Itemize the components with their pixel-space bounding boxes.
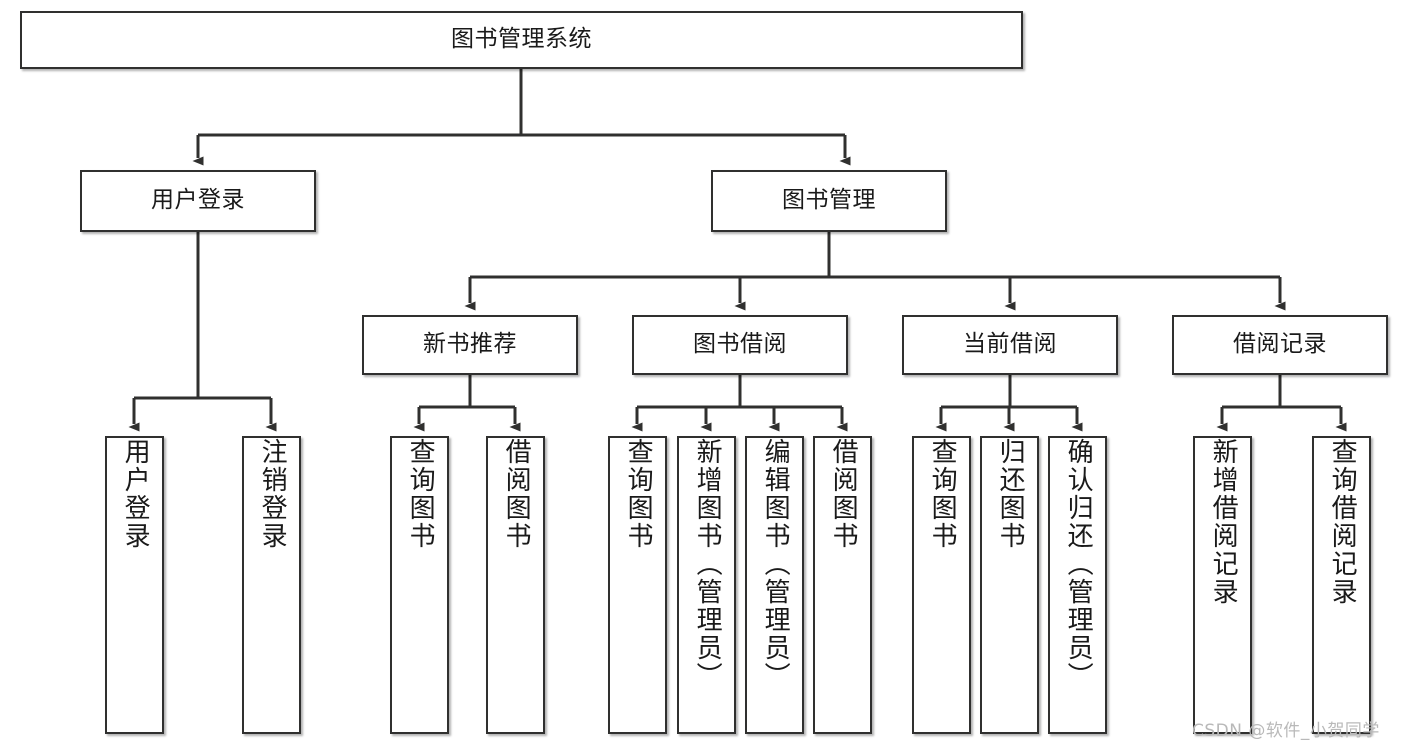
node-root-label: 图书管理系统 (451, 26, 592, 53)
node-new-book-rec[interactable]: 新书推荐 (362, 315, 578, 375)
node-leaf-br-add-label: 新增借阅记录 (1208, 438, 1239, 606)
node-leaf-cb-query[interactable]: 查询图书 (912, 436, 971, 734)
node-leaf-rec-query[interactable]: 查询图书 (390, 436, 449, 734)
node-current-borrow-label: 当前借阅 (963, 331, 1057, 358)
node-new-book-rec-label: 新书推荐 (423, 331, 517, 358)
csdn-watermark: CSDN @软件_小贺同学 (1192, 721, 1380, 741)
node-leaf-user-login-label: 用户登录 (120, 438, 151, 550)
node-borrow-record-label: 借阅记录 (1233, 331, 1327, 358)
node-root[interactable]: 图书管理系统 (20, 11, 1023, 69)
node-leaf-user-login[interactable]: 用户登录 (105, 436, 164, 734)
node-leaf-cb-return[interactable]: 归还图书 (980, 436, 1039, 734)
node-leaf-bb-add-label: 新增图书（管理员） (692, 438, 723, 690)
node-user-login-label: 用户登录 (151, 187, 245, 214)
node-book-manage[interactable]: 图书管理 (711, 170, 947, 232)
node-leaf-br-query[interactable]: 查询借阅记录 (1312, 436, 1371, 734)
node-book-borrow-label: 图书借阅 (693, 331, 787, 358)
node-leaf-bb-edit[interactable]: 编辑图书（管理员） (745, 436, 804, 734)
node-leaf-cb-return-label: 归还图书 (995, 438, 1026, 550)
node-book-manage-label: 图书管理 (782, 187, 876, 214)
node-user-login[interactable]: 用户登录 (80, 170, 316, 232)
node-leaf-user-logout[interactable]: 注销登录 (242, 436, 301, 734)
node-leaf-cb-confirm-label: 确认归还（管理员） (1063, 438, 1094, 690)
node-leaf-user-logout-label: 注销登录 (257, 438, 288, 550)
node-leaf-bb-query[interactable]: 查询图书 (608, 436, 667, 734)
node-leaf-br-add[interactable]: 新增借阅记录 (1193, 436, 1252, 734)
node-borrow-record[interactable]: 借阅记录 (1172, 315, 1388, 375)
node-leaf-bb-add[interactable]: 新增图书（管理员） (677, 436, 736, 734)
node-leaf-rec-query-label: 查询图书 (405, 438, 436, 550)
node-leaf-bb-query-label: 查询图书 (623, 438, 654, 550)
node-leaf-cb-query-label: 查询图书 (927, 438, 958, 550)
node-leaf-cb-confirm[interactable]: 确认归还（管理员） (1048, 436, 1107, 734)
node-leaf-rec-borrow[interactable]: 借阅图书 (486, 436, 545, 734)
node-leaf-bb-borrow-label: 借阅图书 (828, 438, 859, 550)
node-leaf-rec-borrow-label: 借阅图书 (501, 438, 532, 550)
node-leaf-br-query-label: 查询借阅记录 (1327, 438, 1358, 606)
node-leaf-bb-edit-label: 编辑图书（管理员） (760, 438, 791, 690)
node-leaf-bb-borrow[interactable]: 借阅图书 (813, 436, 872, 734)
node-current-borrow[interactable]: 当前借阅 (902, 315, 1118, 375)
node-book-borrow[interactable]: 图书借阅 (632, 315, 848, 375)
